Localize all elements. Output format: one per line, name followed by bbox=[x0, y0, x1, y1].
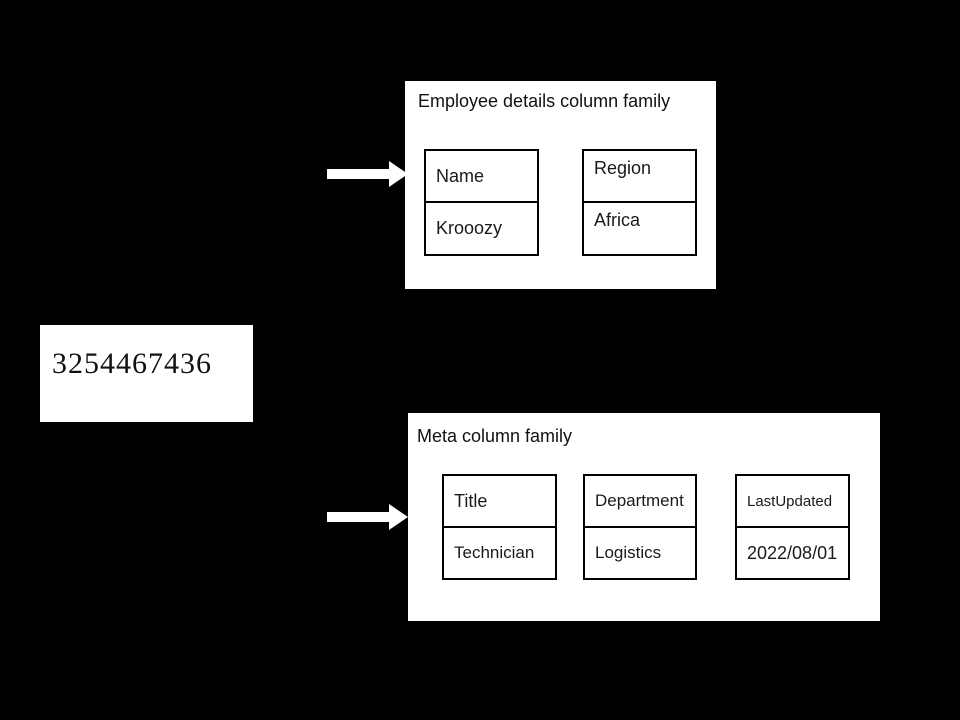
column-cell-title: Title Technician bbox=[442, 474, 557, 580]
column-label-name: Name bbox=[436, 165, 485, 186]
column-label-lastupdated: LastUpdated bbox=[747, 492, 833, 510]
employee-details-panel-title: Employee details column family bbox=[418, 91, 671, 111]
row-key-box: 3254467436 bbox=[40, 325, 253, 422]
column-value-region: Africa bbox=[594, 210, 641, 230]
column-cell-lastupdated: LastUpdated 2022/08/01 bbox=[735, 474, 850, 580]
column-value-lastupdated: 2022/08/01 bbox=[747, 542, 838, 563]
employee-details-panel: Employee details column family Name Kroo… bbox=[405, 81, 716, 289]
column-label-department: Department bbox=[595, 491, 684, 510]
column-cell-department: Department Logistics bbox=[583, 474, 697, 580]
column-label-region: Region bbox=[594, 158, 652, 178]
arrow-to-employee-details-icon bbox=[327, 161, 408, 187]
column-value-department: Logistics bbox=[595, 543, 662, 562]
column-value-name: Krooozy bbox=[436, 218, 503, 238]
column-cell-name: Name Krooozy bbox=[424, 149, 539, 256]
row-key-value: 3254467436 bbox=[52, 347, 212, 380]
column-label-title: Title bbox=[454, 490, 488, 511]
meta-panel-title: Meta column family bbox=[417, 426, 573, 446]
meta-panel: Meta column family Title Technician Depa… bbox=[408, 413, 880, 621]
column-cell-region: Region Africa bbox=[582, 149, 697, 256]
arrow-to-meta-icon bbox=[327, 504, 408, 530]
column-value-title: Technician bbox=[454, 543, 535, 562]
